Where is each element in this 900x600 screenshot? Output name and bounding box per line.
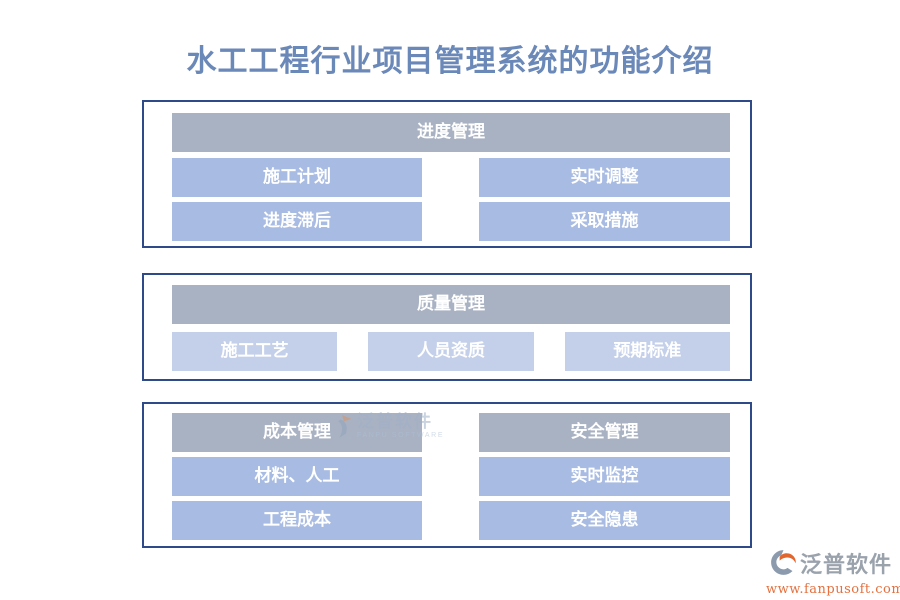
- panel-progress-management: 进度管理 施工计划 实时调整 进度滞后 采取措施: [142, 100, 752, 248]
- header-quality-management: 质量管理: [172, 285, 730, 324]
- safety-group: 安全管理 实时监控 安全隐患: [479, 413, 730, 545]
- node-realtime-monitoring: 实时监控: [479, 457, 730, 496]
- node-project-cost: 工程成本: [172, 501, 422, 540]
- header-safety-management: 安全管理: [479, 413, 730, 452]
- node-personnel-qualification: 人员资质: [368, 332, 534, 371]
- node-expected-standard: 预期标准: [564, 332, 730, 371]
- node-construction-technique: 施工工艺: [172, 332, 338, 371]
- node-construction-plan: 施工计划: [172, 158, 422, 197]
- panel-quality-management: 质量管理 施工工艺 人员资质 预期标准: [142, 273, 752, 381]
- cost-group: 成本管理 材料、人工 工程成本: [172, 413, 422, 545]
- footer-brand: 泛普软件: [799, 552, 892, 578]
- panel-cost-safety-management: 成本管理 材料、人工 工程成本 安全管理 实时监控 安全隐患: [142, 402, 752, 548]
- header-cost-management: 成本管理: [172, 413, 422, 452]
- node-schedule-delay: 进度滞后: [172, 202, 422, 241]
- header-progress-management: 进度管理: [172, 113, 730, 152]
- page-title: 水工工程行业项目管理系统的功能介绍: [186, 44, 714, 79]
- progress-nodes: 施工计划 实时调整 进度滞后 采取措施: [172, 158, 730, 241]
- quality-nodes: 施工工艺 人员资质 预期标准: [172, 332, 730, 371]
- footer-url: www.fanpusoft.com: [766, 582, 900, 597]
- fanpu-logo-icon: [769, 548, 798, 582]
- node-safety-hazard: 安全隐患: [479, 501, 730, 540]
- node-take-measures: 采取措施: [479, 202, 730, 241]
- node-material-labor: 材料、人工: [172, 457, 422, 496]
- footer-logo: 泛普软件 www.fanpusoft.com: [766, 548, 900, 597]
- node-realtime-adjustment: 实时调整: [479, 158, 730, 197]
